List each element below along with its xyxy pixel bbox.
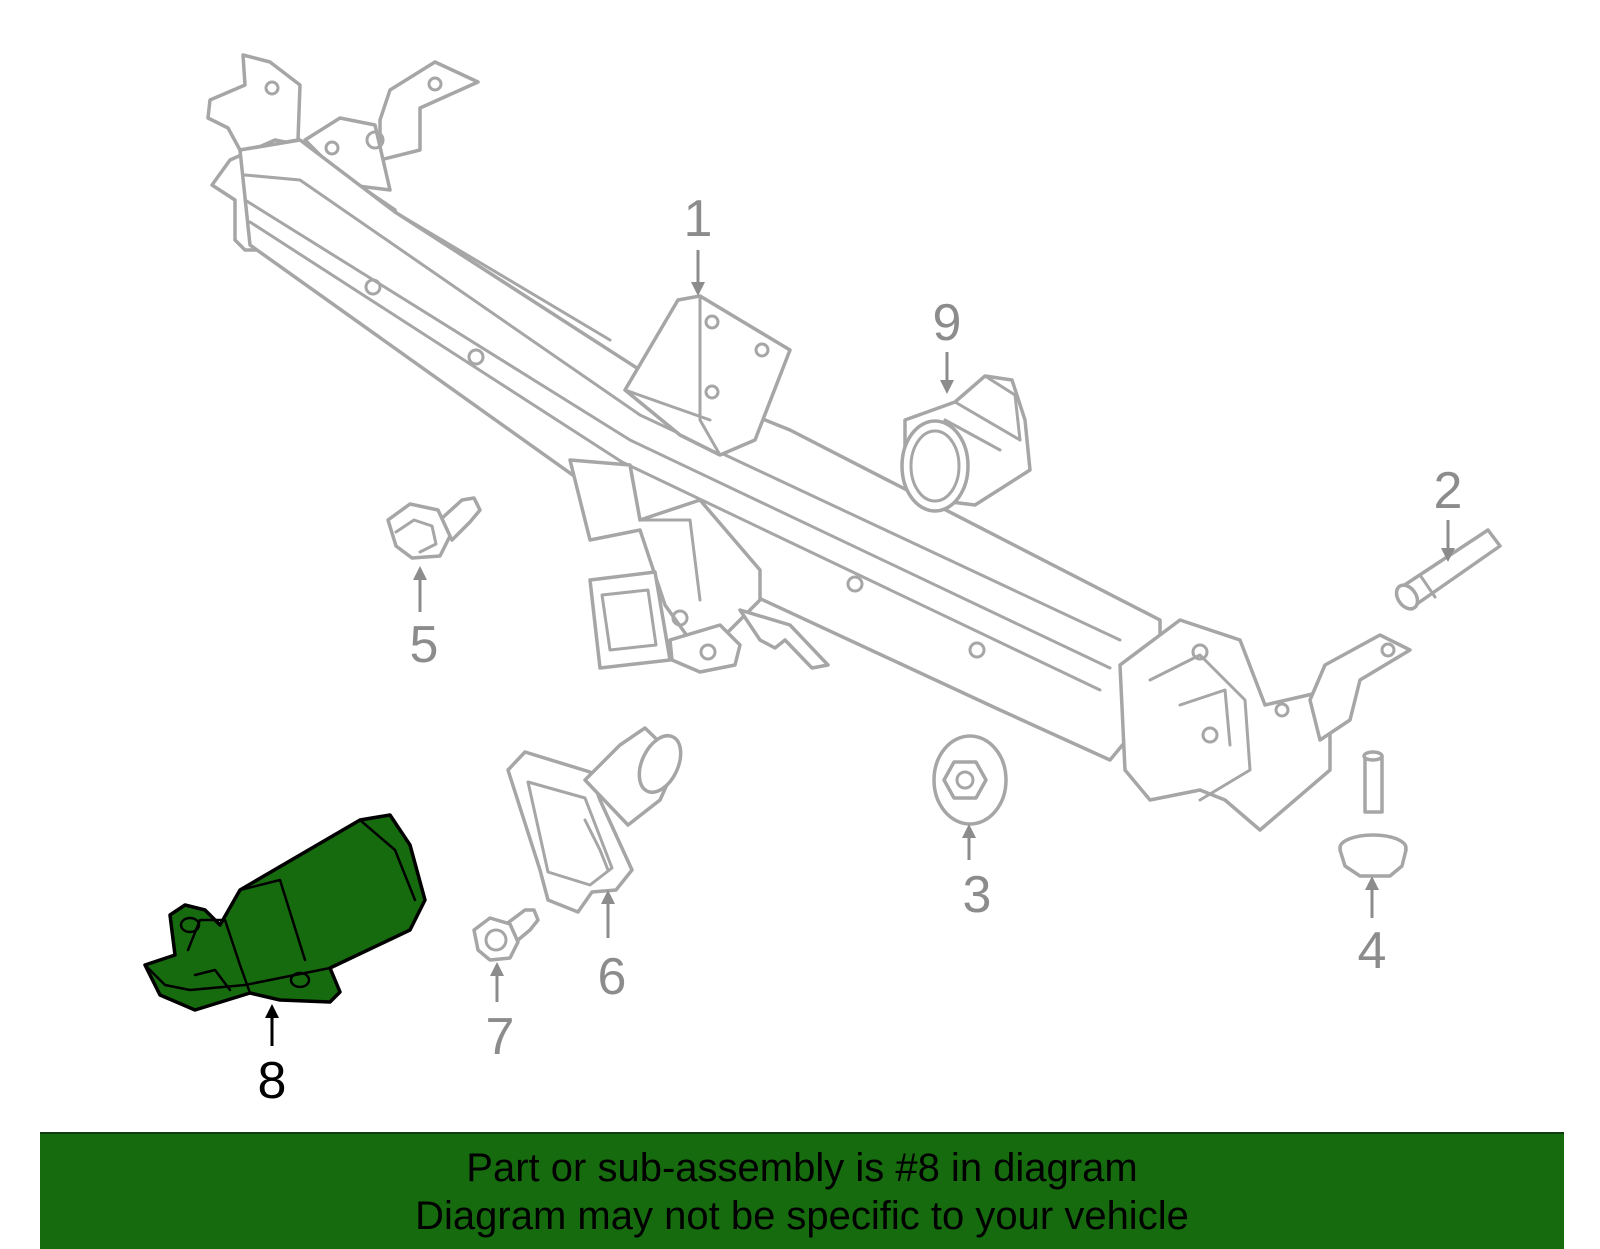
part-8-connector-housing[interactable] bbox=[143, 813, 427, 1012]
part-2-pin[interactable] bbox=[1392, 528, 1502, 613]
part-7-small-bolt[interactable] bbox=[472, 908, 540, 962]
part-1-hitch-crossmember[interactable] bbox=[206, 53, 1412, 832]
callout-number: 9 bbox=[933, 294, 962, 352]
callout-6: 6 bbox=[598, 890, 627, 1006]
callout-number: 5 bbox=[410, 616, 439, 674]
part-4-stud-bolt[interactable] bbox=[1338, 750, 1408, 878]
info-banner: Part or sub-assembly is #8 in diagram Di… bbox=[40, 1132, 1564, 1249]
banner-line-part-number: Part or sub-assembly is #8 in diagram bbox=[466, 1145, 1138, 1190]
callout-number: 3 bbox=[963, 866, 992, 924]
part-5-bolt[interactable] bbox=[386, 496, 482, 560]
part-9-connector-cap[interactable] bbox=[900, 374, 1032, 513]
part-8-body bbox=[143, 813, 427, 1012]
callout-1: 1 bbox=[684, 190, 713, 296]
part-3-flange-nut[interactable] bbox=[932, 734, 1008, 826]
banner-line-disclaimer: Diagram may not be specific to your vehi… bbox=[415, 1193, 1189, 1238]
callout-number: 1 bbox=[684, 190, 713, 248]
callout-number: 4 bbox=[1358, 922, 1387, 980]
callout-9: 9 bbox=[933, 294, 962, 394]
callout-2: 2 bbox=[1434, 462, 1463, 562]
callout-number: 2 bbox=[1434, 462, 1463, 520]
callout-4: 4 bbox=[1358, 876, 1387, 980]
callout-7: 7 bbox=[486, 962, 515, 1066]
callout-8: 8 bbox=[258, 1004, 287, 1110]
callout-5: 5 bbox=[410, 566, 439, 674]
callout-number: 6 bbox=[598, 948, 627, 1006]
callout-number: 7 bbox=[486, 1008, 515, 1066]
callout-3: 3 bbox=[962, 824, 991, 924]
callout-number: 8 bbox=[258, 1052, 287, 1110]
part-6-trailer-connector[interactable] bbox=[506, 726, 689, 914]
